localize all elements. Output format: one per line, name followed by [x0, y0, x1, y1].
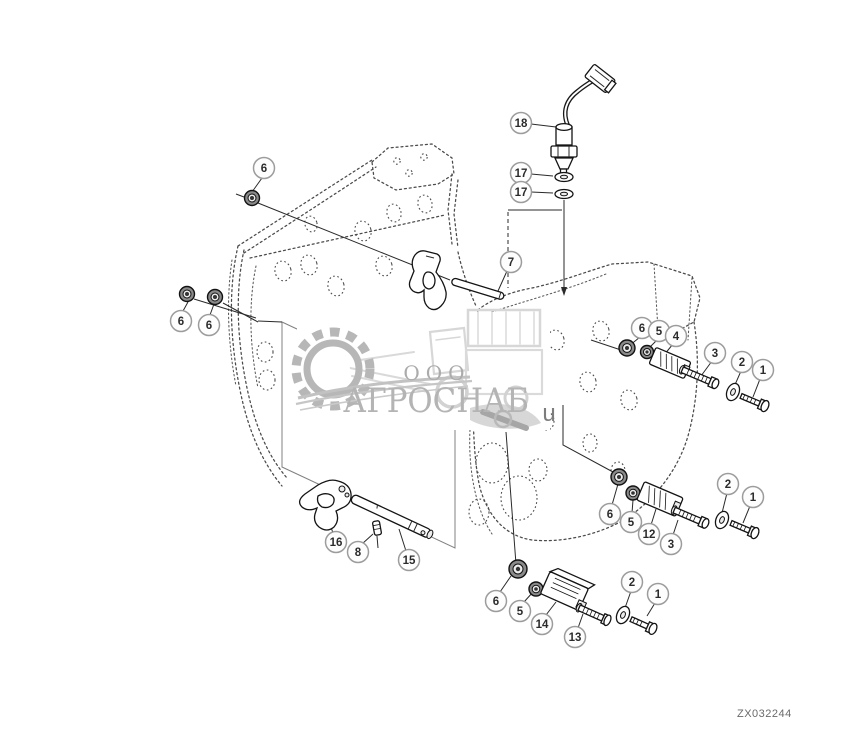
screw-13 — [575, 602, 612, 627]
svg-text:6: 6 — [261, 163, 267, 175]
callout-18: 18 — [509, 111, 533, 135]
screw-3b — [670, 505, 710, 529]
assembly-bottom — [508, 559, 658, 636]
svg-text:7: 7 — [508, 257, 514, 269]
svg-text:1: 1 — [750, 492, 757, 504]
callout-8: 8 — [346, 540, 370, 564]
svg-text:5: 5 — [628, 517, 635, 529]
housing-left-outline — [227, 143, 477, 487]
svg-text:4: 4 — [673, 331, 680, 343]
svg-text:2: 2 — [739, 357, 745, 369]
upper-fork-part — [408, 250, 447, 311]
callout-5: 5 — [619, 510, 643, 534]
svg-text:1: 1 — [655, 589, 662, 601]
callout-5: 5 — [508, 599, 532, 623]
svg-text:5: 5 — [656, 326, 663, 338]
svg-text:6: 6 — [493, 596, 499, 608]
callout-12: 12 — [637, 522, 661, 546]
svg-text:16: 16 — [330, 537, 343, 549]
callout-1: 1 — [646, 582, 670, 606]
svg-text:12: 12 — [643, 529, 656, 541]
callout-15: 15 — [397, 548, 421, 572]
callout-6: 6 — [252, 156, 276, 180]
svg-text:3: 3 — [668, 539, 674, 551]
svg-text:6: 6 — [607, 509, 613, 521]
callout-2: 2 — [730, 350, 754, 374]
svg-text:14: 14 — [536, 619, 549, 631]
callout-6: 6 — [484, 589, 508, 613]
washer-2c — [615, 605, 631, 625]
callouts: 6 6 6 18 17 17 7 6 5 4 3 2 1 2 1 6 5 12 … — [169, 111, 775, 649]
callout-6: 6 — [197, 313, 221, 337]
callout-3: 3 — [703, 341, 727, 365]
leader-lines — [182, 123, 761, 629]
callout-7: 7 — [499, 250, 523, 274]
washer-part-17a — [554, 171, 574, 183]
drawing-code: ZX032244 — [737, 708, 792, 720]
assembly-top-right — [618, 339, 770, 413]
panel-corner-line — [257, 320, 283, 323]
callout-2: 2 — [620, 570, 644, 594]
gear-icon — [291, 327, 375, 411]
watermark-name: АГРОСНАБ — [343, 381, 529, 421]
callout-17: 17 — [509, 180, 533, 204]
svg-text:15: 15 — [403, 555, 416, 567]
svg-text:3: 3 — [712, 348, 718, 360]
svg-text:2: 2 — [725, 479, 731, 491]
svg-text:6: 6 — [639, 323, 645, 335]
watermark: ООО АГРОСНАБ u — [291, 308, 556, 431]
callout-4: 4 — [664, 324, 688, 348]
watermark-prefix: ООО — [403, 361, 470, 385]
callout-6: 6 — [630, 316, 654, 340]
callout-2: 2 — [716, 472, 740, 496]
callout-1: 1 — [751, 358, 775, 382]
svg-text:13: 13 — [569, 632, 582, 644]
callout-17: 17 — [509, 161, 533, 185]
svg-text:2: 2 — [629, 577, 635, 589]
bolt-1 — [739, 392, 770, 413]
callout-1: 1 — [741, 485, 765, 509]
washer-2b — [714, 510, 730, 530]
watermark-suffix: u — [542, 400, 555, 427]
watermark-swoosh — [295, 375, 473, 411]
callout-6: 6 — [598, 502, 622, 526]
nut-part-6a — [243, 189, 261, 207]
svg-text:17: 17 — [515, 187, 528, 199]
fork-part-16 — [298, 479, 352, 531]
svg-text:17: 17 — [515, 168, 528, 180]
callout-3: 3 — [659, 532, 683, 556]
pin-part-8 — [372, 520, 382, 549]
svg-text:1: 1 — [760, 365, 767, 377]
svg-text:6: 6 — [206, 320, 212, 332]
svg-text:5: 5 — [517, 606, 524, 618]
nut-part-6c — [206, 288, 224, 306]
callout-14: 14 — [530, 612, 554, 636]
callout-6: 6 — [169, 309, 193, 333]
callout-13: 13 — [563, 625, 587, 649]
assembly-middle-right — [610, 468, 760, 540]
svg-text:6: 6 — [178, 316, 184, 328]
shaft-part-15 — [350, 494, 434, 540]
svg-text:8: 8 — [355, 547, 362, 559]
callout-16: 16 — [324, 530, 348, 554]
parts — [178, 64, 770, 636]
nut-part-6b — [178, 285, 196, 303]
sensor-part — [550, 64, 617, 177]
screw-3 — [678, 364, 720, 390]
combine-harvester-icon — [349, 308, 544, 431]
washer-part-17b — [554, 188, 574, 200]
washer-2 — [725, 382, 741, 402]
rod-part-7 — [451, 277, 505, 300]
bolt-1b — [729, 519, 760, 540]
svg-text:18: 18 — [515, 118, 528, 130]
bolt-1c — [629, 615, 658, 636]
bracket-14 — [540, 567, 596, 612]
